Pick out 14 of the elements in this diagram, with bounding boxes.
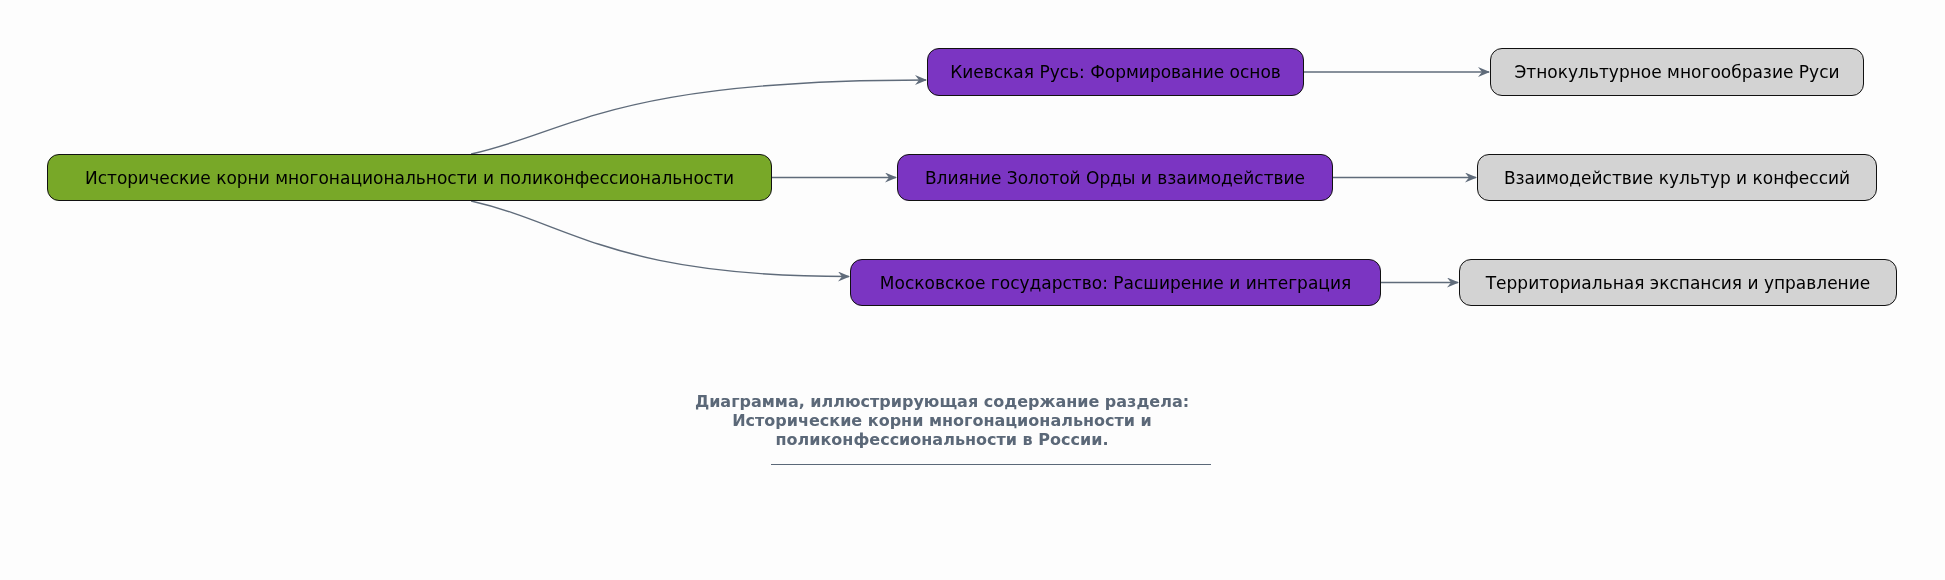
arrow (470, 200, 850, 282)
arrow (1332, 172, 1477, 183)
topic-box: Территориальная экспансия и управление (1459, 259, 1897, 306)
arrow (470, 75, 927, 155)
topic-box: Московское государство: Расширение и интеграция (850, 259, 1381, 306)
caption: Диаграмма, иллюстрирующая содержание раздела: Исторические корни многонациональности и поликонфессиональности в России. (693, 392, 1191, 449)
topic-box: Взаимодействие культур и конфессий (1477, 154, 1877, 201)
arrow (1380, 277, 1459, 288)
topic-box: Этнокультурное многообразие Руси (1490, 48, 1864, 96)
arrow (771, 172, 897, 183)
topic-box: Исторические корни многонациональности и поликонфессиональности (47, 154, 772, 201)
arrow (1303, 67, 1490, 77)
topic-box: Киевская Русь: Формирование основ (927, 48, 1304, 96)
topic-box: Влияние Золотой Орды и взаимодействие (897, 154, 1333, 201)
